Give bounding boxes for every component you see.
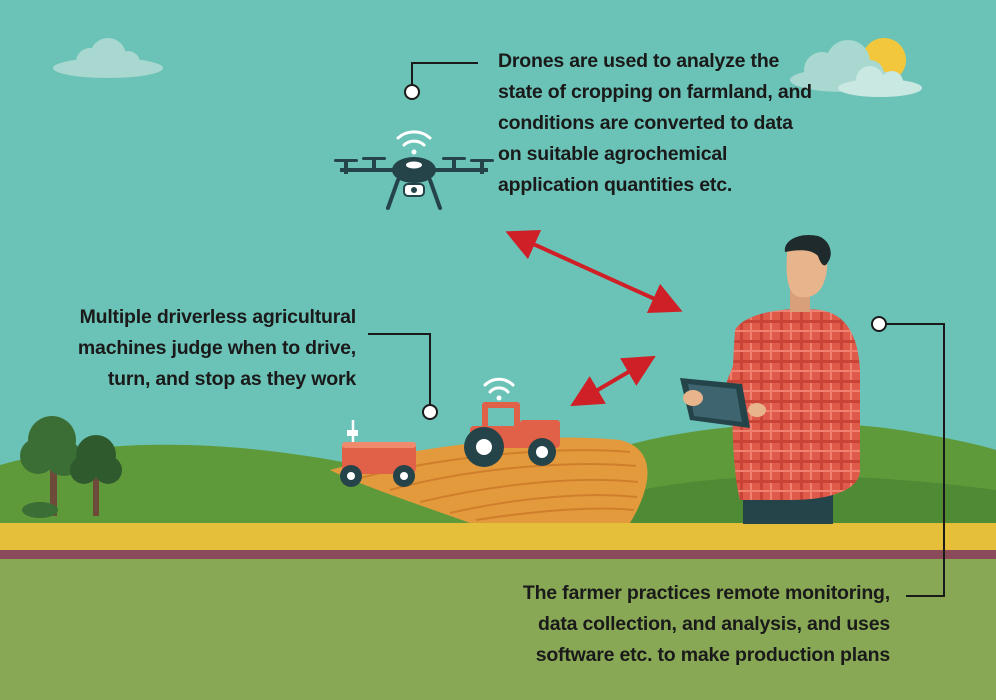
callout-line: software etc. to make production plans [535, 644, 891, 666]
farmer-callout-leader [871, 316, 945, 597]
machines-callout-text: Multiple driverless agricultural machine… [40, 302, 356, 395]
callout-line: Drones are used to analyze the [498, 50, 780, 72]
callout-line: machines judge when to drive, [77, 337, 356, 359]
callout-line: state of cropping on farmland, and [498, 81, 812, 103]
cloud-icon [838, 66, 922, 97]
callout-line: data collection, and analysis, and uses [538, 613, 890, 635]
drone-farmer-arrow [505, 230, 683, 313]
ground [0, 559, 996, 700]
farmer-callout-text: The farmer practices remote monitoring, … [470, 578, 890, 671]
tablet-icon [680, 378, 750, 428]
wifi-signal-icon [483, 377, 515, 401]
bush [22, 502, 58, 518]
road [0, 523, 996, 550]
machines-farmer-arrow [570, 355, 656, 407]
callout-line: Multiple driverless agricultural [79, 306, 357, 328]
drone-callout-text: Drones are used to analyze the state of … [498, 46, 812, 201]
callout-line: The farmer practices remote monitoring, [522, 582, 890, 604]
farmer-figure [680, 234, 860, 524]
drone-icon [334, 130, 494, 210]
robot-vehicle-icon [340, 420, 416, 487]
callout-line: application quantities etc. [498, 174, 733, 196]
machines-callout-leader [368, 333, 438, 420]
callout-line: on suitable agrochemical [498, 143, 728, 165]
road-stripe [0, 550, 996, 559]
wifi-signal-icon [396, 130, 432, 155]
drone-callout-leader [404, 62, 478, 100]
tree-icon [70, 435, 122, 516]
callout-line: conditions are converted to data [498, 112, 793, 134]
data-exchange-arrows [505, 230, 683, 407]
tractor-icon [464, 377, 560, 467]
callout-line: turn, and stop as they work [107, 368, 356, 390]
cloud-icon [53, 38, 163, 78]
